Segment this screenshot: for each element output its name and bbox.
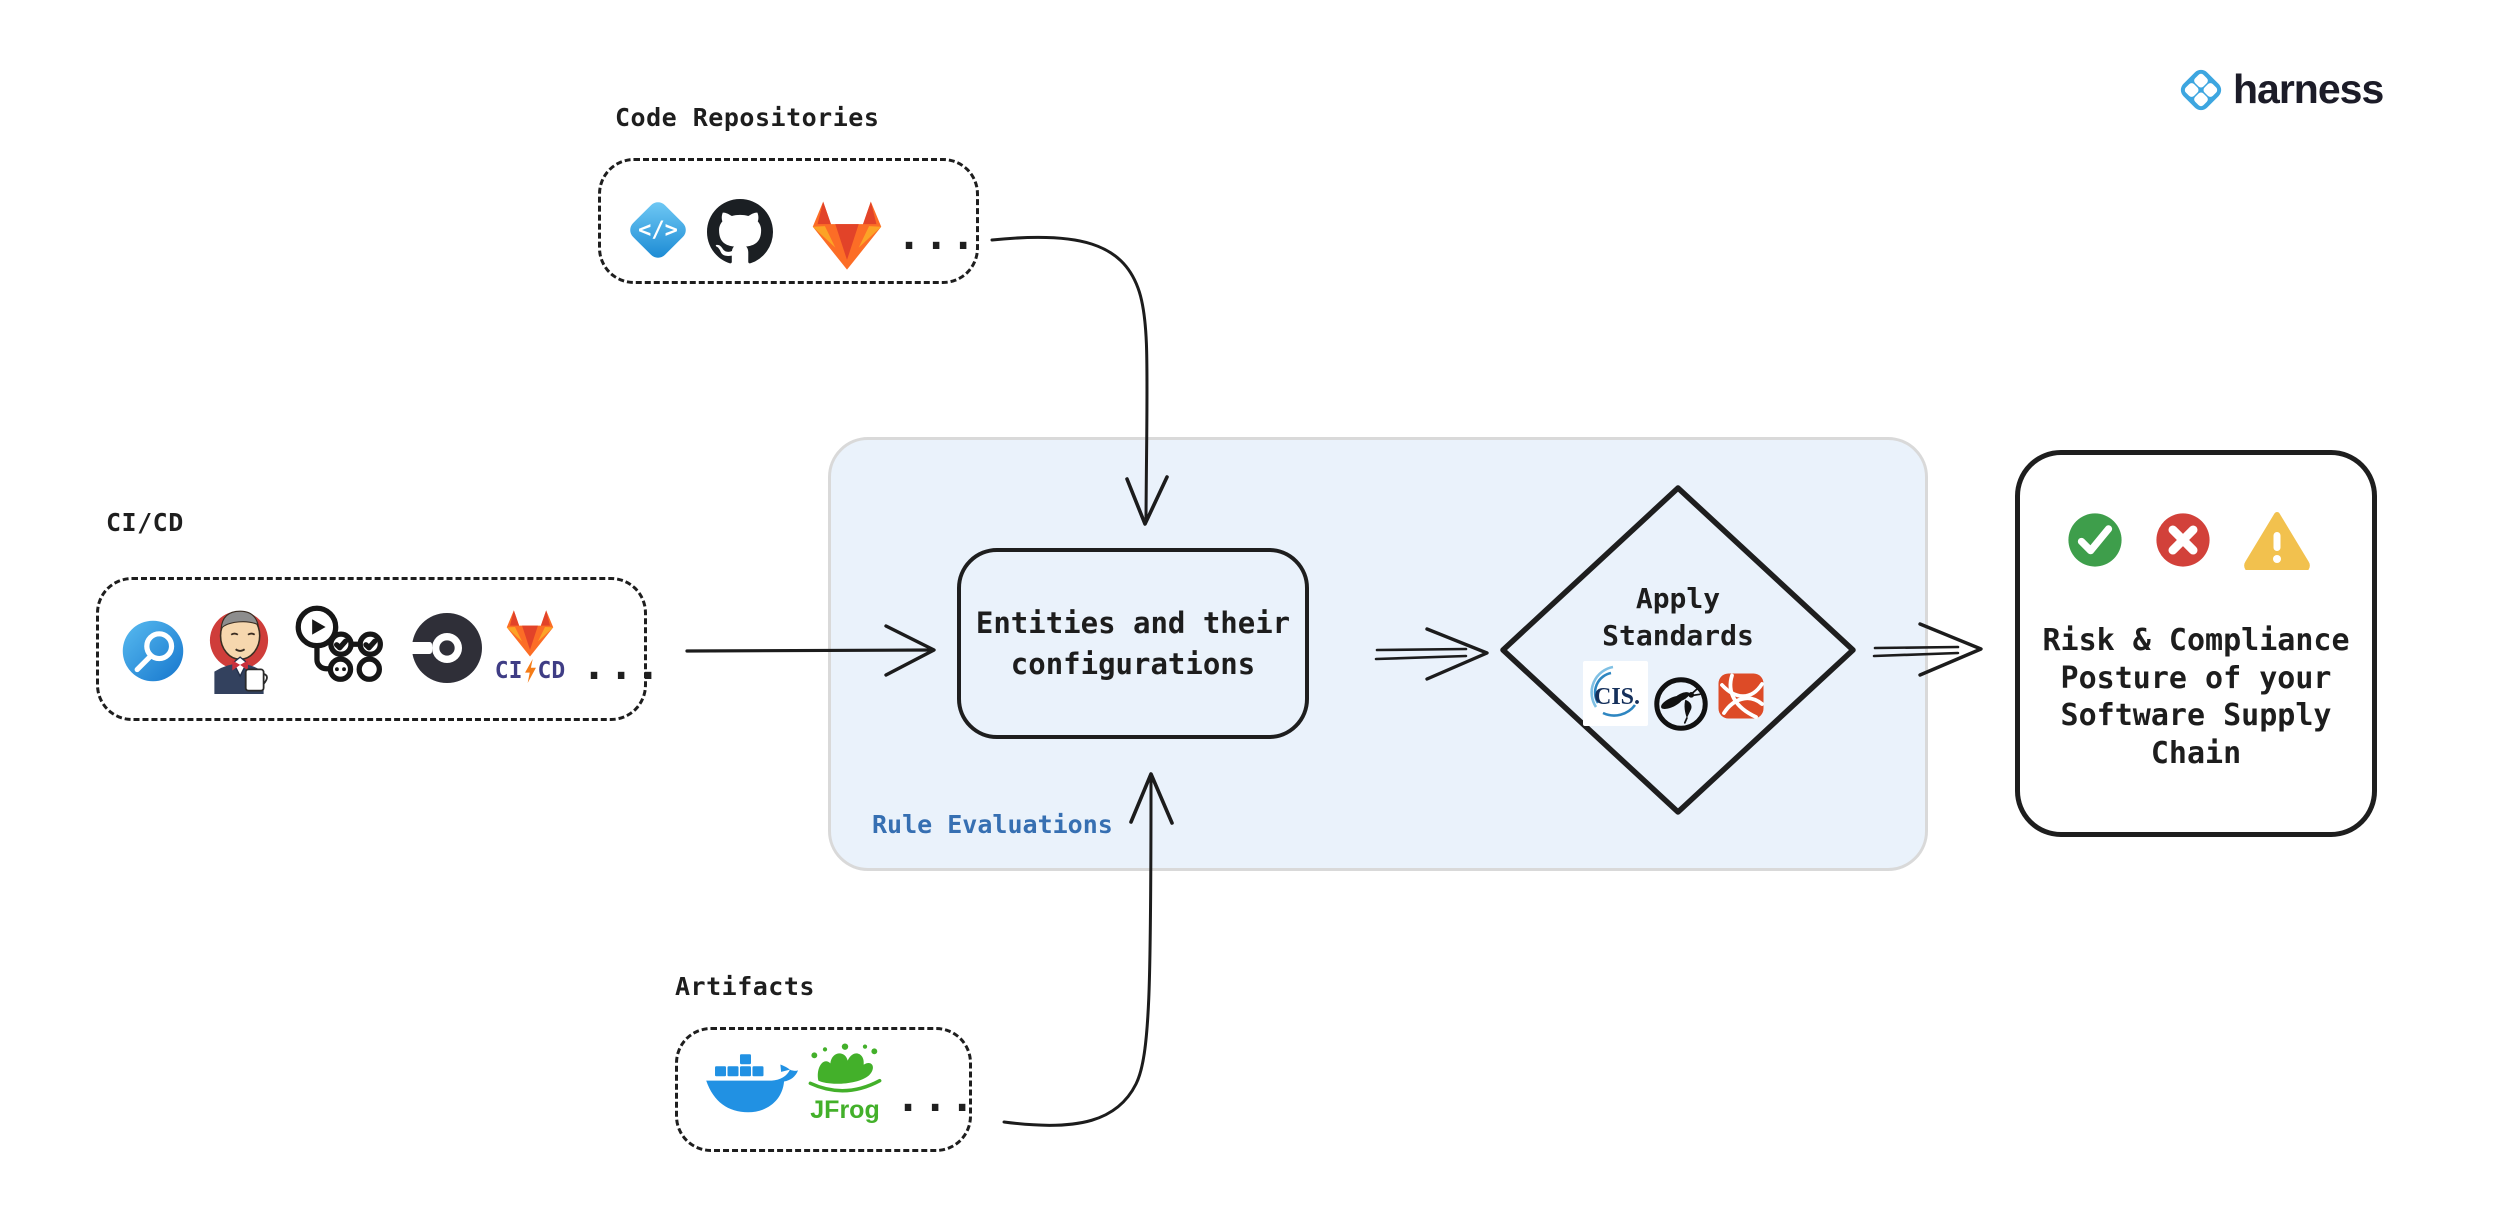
- github-icon: [707, 199, 773, 264]
- apply-standards-line1: Apply: [1635, 582, 1721, 615]
- cis-icon: CIS.: [1583, 661, 1648, 726]
- artifacts-more: ...: [896, 1075, 978, 1121]
- jfrog-icon: JFrog: [802, 1042, 888, 1128]
- result-box: [2015, 450, 2377, 837]
- cross-circle-icon: [2156, 513, 2210, 567]
- code-glyph: </>: [638, 217, 678, 243]
- result-text: Risk & Compliance Posture of your Softwa…: [2015, 622, 2377, 772]
- arrow-code-to-entities: [990, 235, 1149, 520]
- warning-triangle-icon: [2244, 512, 2310, 570]
- docker-icon: [706, 1054, 798, 1113]
- cis-text: CIS.: [1594, 684, 1640, 710]
- gitlab-cicd-fox-icon: [506, 610, 554, 657]
- arrow-diamond-to-result-b: [1873, 645, 1960, 650]
- harness-wordmark: harness: [2233, 66, 2384, 112]
- gitlab-icon: [812, 201, 882, 270]
- rule-evaluations-label: Rule Evaluations: [872, 810, 1113, 839]
- arrowhead-cicd-to-entities: [884, 624, 936, 677]
- lightning-bolt-icon: [524, 659, 536, 683]
- arrowhead-diamond-to-result: [1918, 622, 1983, 677]
- arrow-cicd-to-entities: [685, 648, 932, 653]
- code-repositories-label: Code Repositories: [615, 103, 880, 132]
- cicd-label: CI/CD: [106, 508, 184, 537]
- harness-brand: harness: [2178, 66, 2384, 113]
- result-text-line1: Risk & Compliance: [2042, 623, 2350, 658]
- result-text-line3: Software Supply: [2060, 698, 2332, 733]
- gitlab-cicd-text: CI CD: [488, 658, 572, 684]
- harness-logo-icon: [2180, 69, 2222, 110]
- apply-standards-line2: Standards: [1602, 619, 1754, 652]
- arrow-entities-to-diamond-a: [1374, 654, 1468, 661]
- arrowhead-code-to-entities: [1125, 475, 1169, 526]
- arrow-artifacts-to-entities: [1002, 778, 1153, 1127]
- circleci-icon: [407, 613, 482, 683]
- harness-ci-icon: [122, 620, 184, 682]
- result-text-line4: Chain: [2150, 735, 2242, 771]
- gitlab-cicd-icon: CI CD: [488, 608, 572, 698]
- cicd-more: ...: [582, 643, 664, 689]
- rule-evaluations-panel: [828, 437, 1928, 871]
- entities-text-line2: configurations: [1010, 646, 1256, 681]
- apply-standards-diamond: [1500, 485, 1856, 815]
- code-repo-icon: </>: [622, 194, 694, 266]
- arrowhead-artifacts-to-entities: [1129, 772, 1174, 825]
- owasp-icon: [1654, 677, 1708, 731]
- apply-standards-text: Apply Standards: [1558, 580, 1798, 654]
- cicd-box: [96, 577, 647, 721]
- arrowhead-entities-to-diamond: [1425, 627, 1489, 681]
- jfrog-wordmark: JFrog: [810, 1096, 880, 1124]
- gitlab-cicd-text-cd: CD: [537, 658, 566, 684]
- arrow-diamond-to-result-a: [1872, 651, 1960, 658]
- code-repositories-more: ...: [897, 213, 979, 259]
- entities-box: Entities and their configurations: [957, 548, 1309, 739]
- arrow-entities-to-diamond-b: [1375, 647, 1468, 652]
- standards-icon: [1718, 673, 1764, 719]
- github-actions-icon: [295, 605, 383, 682]
- check-circle-icon: [2068, 513, 2122, 567]
- result-text-line2: Posture of your: [2060, 660, 2332, 696]
- entities-text-line1: Entities and their: [975, 605, 1291, 640]
- gitlab-cicd-text-ci: CI: [494, 658, 523, 684]
- artifacts-label: Artifacts: [675, 972, 815, 1001]
- jenkins-icon: [209, 610, 269, 694]
